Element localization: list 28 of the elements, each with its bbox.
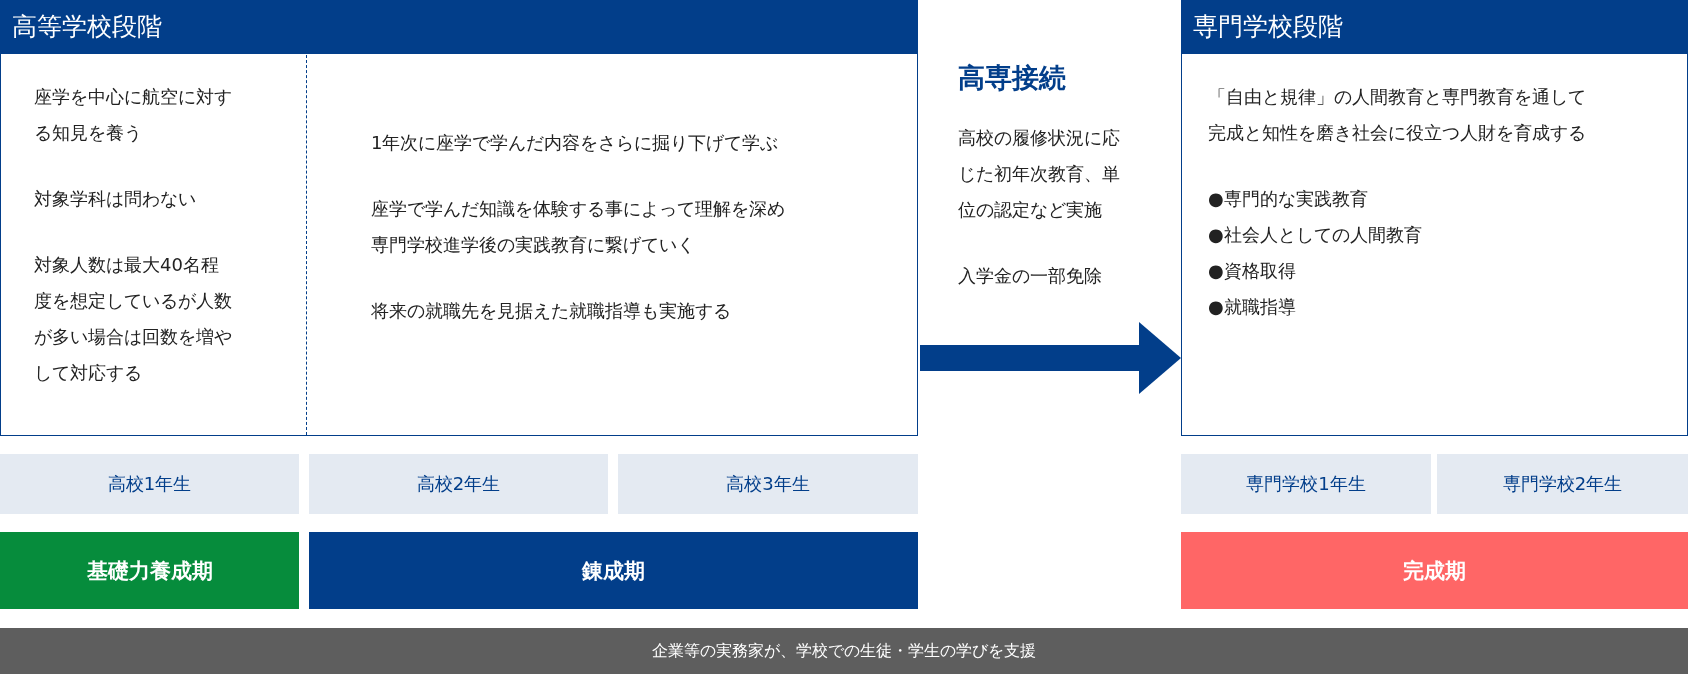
phase-bar: 基礎力養成期 [0, 532, 299, 609]
bullet-item: ●専門的な実践教育 [1208, 187, 1369, 211]
bullet-item: ●就職指導 [1208, 295, 1297, 319]
body-text: 対象学科は問わない [34, 187, 197, 211]
phase-bar: 完成期 [1181, 532, 1688, 609]
body-text: 1年次に座学で学んだ内容をさらに掘り下げて学ぶ [371, 131, 780, 155]
grade-cell: 高校1年生 [0, 454, 299, 514]
grade-cell: 専門学校2年生 [1437, 454, 1688, 514]
grade-cell: 専門学校1年生 [1181, 454, 1431, 514]
grade-cell: 高校2年生 [309, 454, 608, 514]
grade-cell: 高校3年生 [618, 454, 918, 514]
panel-title: 専門学校段階 [1180, 0, 1688, 54]
stage-panel [0, 0, 918, 436]
bullet-item: ●資格取得 [1208, 259, 1297, 283]
body-text: 座学で学んだ知識を体験する事によって理解を深め専門学校進学後の実践教育に繋げていく [371, 197, 786, 257]
panel-title: 高等学校段階 [0, 0, 918, 54]
body-text: 対象人数は最大40名程度を想定しているが人数が多い場合は回数を増やして対応する [34, 253, 233, 385]
body-text: 座学を中心に航空に対する知見を養う [34, 85, 233, 145]
body-text: 将来の就職先を見据えた就職指導も実施する [371, 299, 732, 323]
bullet-item: ●社会人としての人間教育 [1208, 223, 1423, 247]
support-banner: 企業等の実務家が、学校での生徒・学生の学びを支援 [0, 628, 1688, 674]
phase-bar: 錬成期 [309, 532, 918, 609]
body-text: 入学金の一部免除 [958, 264, 1103, 288]
section-heading: 高専接続 [958, 61, 1067, 95]
body-text: 高校の履修状況に応じた初年次教育、単位の認定など実施 [958, 126, 1121, 222]
arrow [920, 322, 1181, 394]
body-text: 「自由と規律」の人間教育と専門教育を通して完成と知性を磨き社会に役立つ人財を育成する [1208, 85, 1587, 145]
stage-panel [1181, 0, 1688, 436]
